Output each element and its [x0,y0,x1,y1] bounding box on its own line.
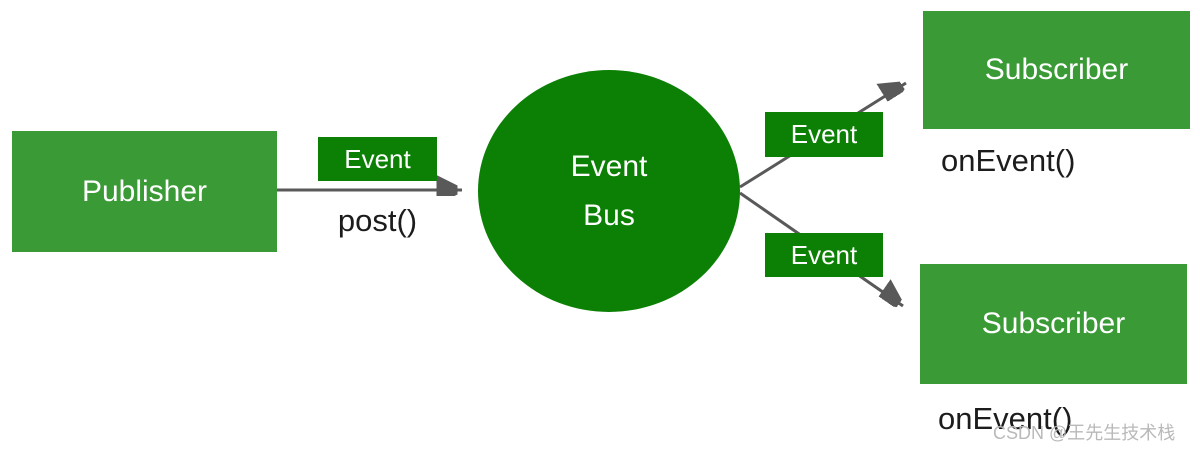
event-bus-line1: Event [570,150,648,183]
event-badge-subscriber-top: Event [765,112,883,157]
event-bus-circle: Event Bus [478,70,740,312]
subscriber-top-label: Subscriber [984,53,1129,86]
publisher-label: Publisher [81,174,208,208]
subscriber-bottom-label: Subscriber [981,307,1126,340]
subscriber-bottom-box: Subscriber [920,264,1187,384]
event-badge-publisher: Event [318,137,437,181]
event-badge-subscriber-top-label: Event [790,119,858,149]
event-bus-line2: Bus [583,199,635,232]
event-badge-publisher-label: Event [344,143,411,174]
event-badge-subscriber-bottom-label: Event [790,239,858,270]
post-method-label: post() [337,203,418,238]
onevent-top-method-label: onEvent() [941,143,1076,178]
event-badge-subscriber-bottom: Event [765,233,883,277]
subscriber-top-box: Subscriber [923,11,1190,129]
publisher-box: Publisher [12,131,277,252]
onevent-bottom-method-label: onEvent() [938,401,1073,436]
watermark: CSDN @王先生技术栈 [993,423,1176,443]
